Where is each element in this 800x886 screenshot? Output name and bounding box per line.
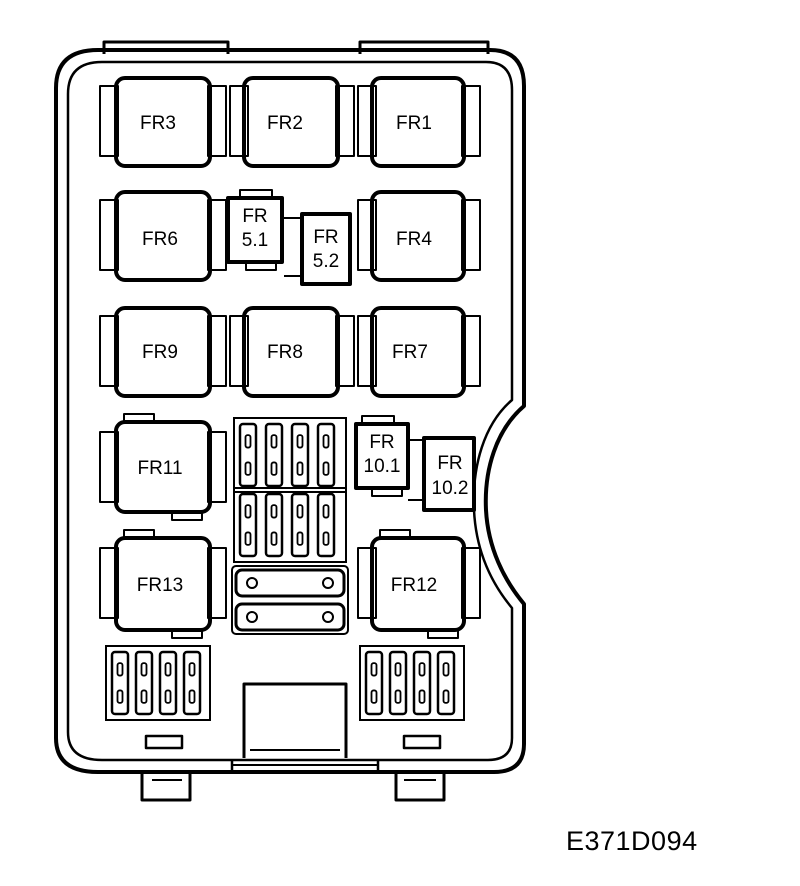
relay-fr4 (357, 190, 481, 282)
maxi-fuse-upper (234, 568, 346, 598)
bottom-right-fuse (412, 650, 432, 716)
housing-inner (66, 60, 514, 762)
label-fr9: FR9 (142, 342, 178, 363)
foot-left (140, 772, 192, 802)
label-fr10-2-line2: 10.2 (432, 478, 469, 499)
housing-outer (54, 48, 526, 774)
label-fr6: FR6 (142, 229, 178, 250)
bottom-left-fuse (182, 650, 202, 716)
maxi-fuse-lower (234, 602, 346, 632)
relay-fr1 (357, 76, 481, 168)
center-upper-fuse (264, 422, 284, 488)
relay-fr11 (99, 413, 227, 521)
label-fr10-1-line1: FR (369, 432, 394, 453)
relay-fr13 (99, 529, 227, 639)
center-upper-fuse (290, 422, 310, 488)
relay-fr7 (357, 306, 481, 398)
relay-fr2 (229, 76, 355, 168)
bottom-right-fuse (364, 650, 384, 716)
label-fr5-2-line1: FR (313, 227, 338, 248)
center-lower-fuse (290, 492, 310, 558)
label-fr12: FR12 (391, 575, 437, 596)
figure-code: E371D094 (566, 826, 698, 856)
bottom-left-fuse (134, 650, 154, 716)
label-fr13: FR13 (137, 575, 183, 596)
label-fr3: FR3 (140, 113, 176, 134)
label-fr1: FR1 (396, 113, 432, 134)
bottom-right-fuse (436, 650, 456, 716)
center-lower-fuse (238, 492, 258, 558)
foot-right (394, 772, 446, 802)
mini-fuse-blocks (105, 417, 465, 721)
label-fr8: FR8 (267, 342, 303, 363)
relay-fr6 (99, 190, 227, 282)
relay-fr12 (357, 529, 481, 639)
center-upper-fuse (316, 422, 336, 488)
relay-fr10-2 (422, 436, 476, 512)
center-upper-frame (233, 417, 347, 493)
bottom-connector-cutout (242, 682, 348, 758)
label-fr5-1-line2: 5.1 (242, 230, 268, 251)
relay-fr5-1 (226, 189, 284, 271)
relay-fr9 (99, 306, 227, 398)
label-fr10-2-line1: FR (437, 453, 462, 474)
center-lower-fuse (316, 492, 336, 558)
center-lower-frame (233, 487, 347, 563)
bottom-left-frame (105, 645, 211, 721)
label-fr10-1-line2: 10.1 (364, 456, 401, 477)
center-lower-fuse (264, 492, 284, 558)
maxi-fuse-block (231, 565, 349, 635)
relay-fr5-2 (300, 212, 352, 286)
label-fr7: FR7 (392, 342, 428, 363)
bottom-right-fuse (388, 650, 408, 716)
bottom-right-frame (359, 645, 465, 721)
relay-fr10-1 (354, 415, 410, 497)
label-fr11: FR11 (137, 458, 182, 479)
label-fr4: FR4 (396, 229, 432, 250)
label-fr2: FR2 (267, 113, 303, 134)
label-fr5-1-line1: FR (242, 206, 267, 227)
bottom-left-fuse (158, 650, 178, 716)
relay-fr3 (99, 76, 227, 168)
bottom-left-fuse (110, 650, 130, 716)
relay-fr8 (229, 306, 355, 398)
label-fr5-2-line2: 5.2 (313, 251, 339, 272)
center-upper-fuse (238, 422, 258, 488)
